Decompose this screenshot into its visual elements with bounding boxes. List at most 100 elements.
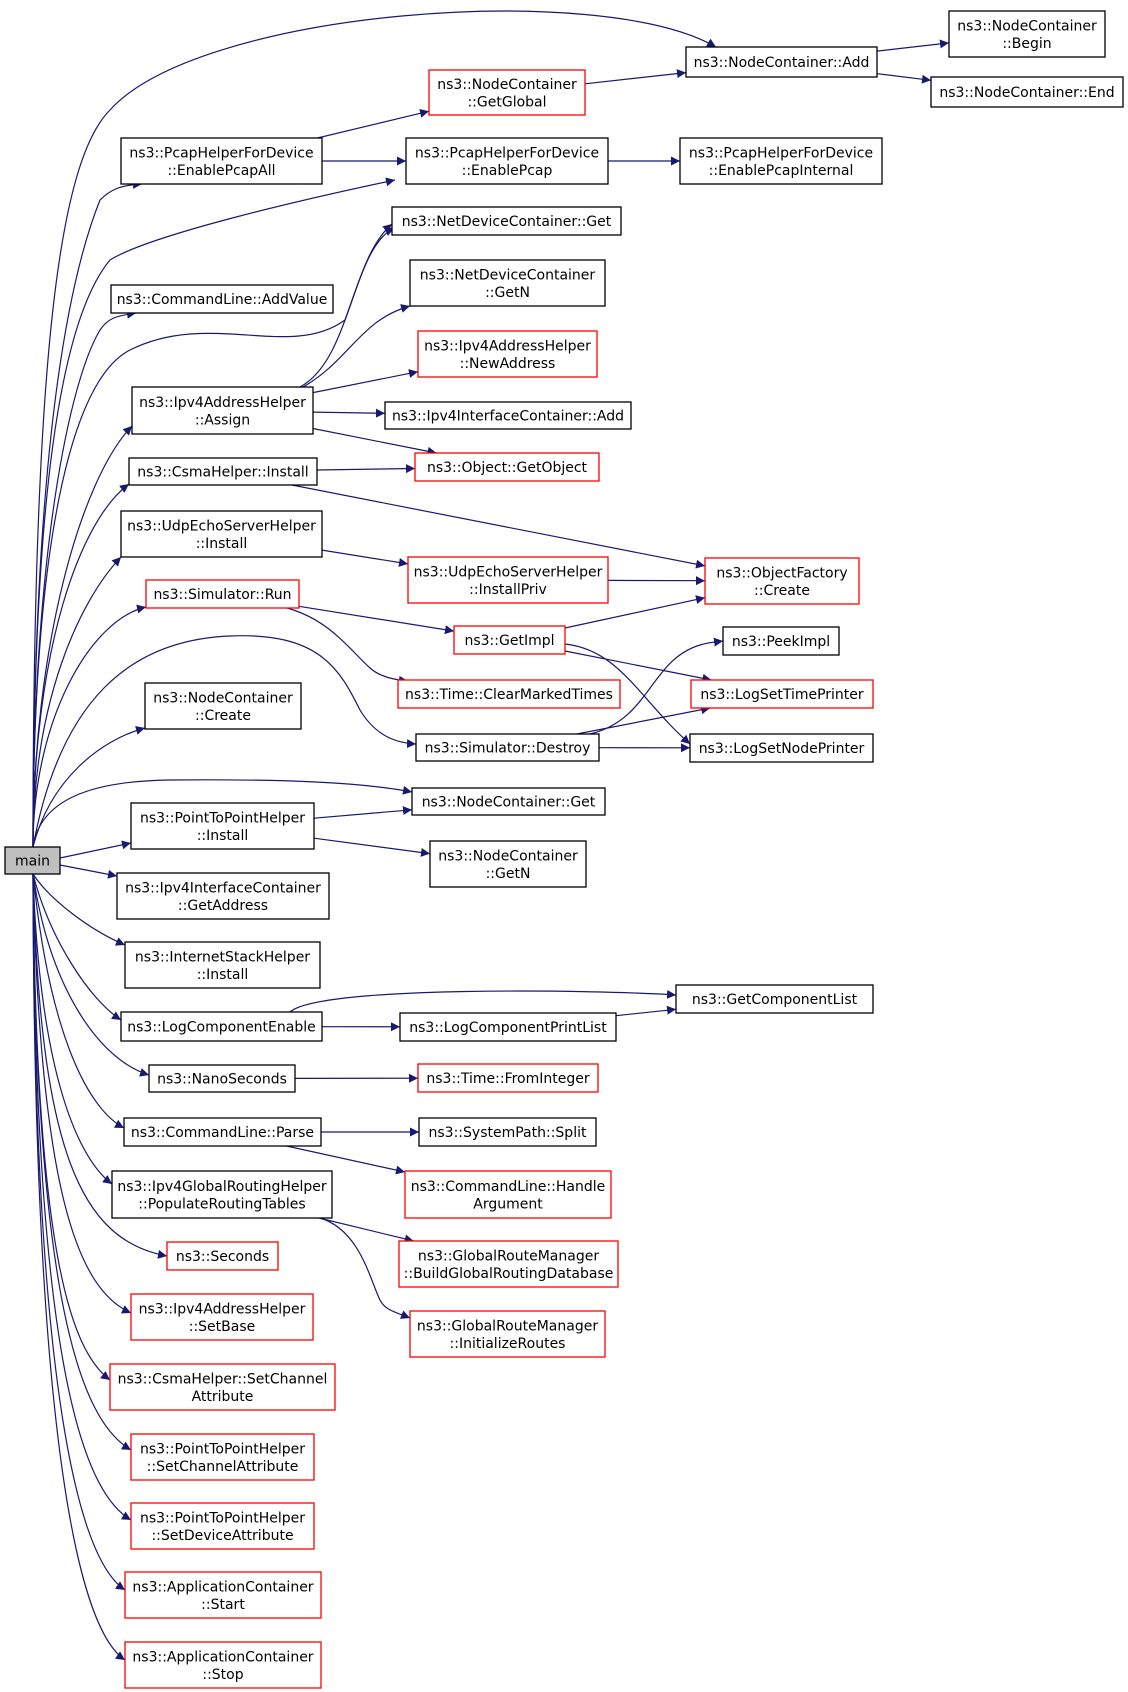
node-buildgrdb[interactable]: ns3::GlobalRouteManager::BuildGlobalRout…	[398, 1240, 619, 1288]
node-pcap[interactable]: ns3::PcapHelperForDevice::EnablePcap	[405, 137, 609, 185]
node-label: ns3::NodeContainer	[957, 18, 1097, 34]
node-clparse[interactable]: ns3::CommandLine::Parse	[123, 1117, 322, 1147]
edge-assign-to-ndcget	[299, 223, 393, 388]
edge-main-to-clparse	[32, 873, 125, 1129]
node-label: ::EnablePcap	[462, 163, 553, 179]
node-ncend[interactable]: ns3::NodeContainer::End	[930, 76, 1124, 108]
node-ncgetn[interactable]: ns3::NodeContainer::GetN	[429, 840, 587, 888]
node-label: ::GetN	[486, 866, 531, 882]
node-udpinstall[interactable]: ns3::UdpEchoServerHelper::Install	[120, 510, 323, 558]
node-box	[679, 137, 883, 185]
node-ncbegin[interactable]: ns3::NodeContainer::Begin	[948, 10, 1106, 58]
node-box	[704, 557, 860, 605]
node-udppriv[interactable]: ns3::UdpEchoServerHelper::InstallPriv	[407, 556, 609, 604]
node-label: Attribute	[192, 1389, 254, 1405]
node-label: ns3::UdpEchoServerHelper	[127, 518, 316, 534]
node-label: ns3::CsmaHelper::SetChannel	[118, 1371, 328, 1387]
node-pcapint[interactable]: ns3::PcapHelperForDevice::EnablePcapInte…	[679, 137, 883, 185]
node-assign[interactable]: ns3::Ipv4AddressHelper::Assign	[131, 386, 314, 435]
node-getobject[interactable]: ns3::Object::GetObject	[414, 452, 600, 482]
node-box	[409, 259, 606, 307]
node-ndcget[interactable]: ns3::NetDeviceContainer::Get	[391, 206, 622, 236]
node-box	[405, 137, 609, 185]
node-clearmarked[interactable]: ns3::Time::ClearMarkedTimes	[397, 679, 621, 709]
node-getimpl[interactable]: ns3::GetImpl	[453, 625, 566, 655]
node-p2psetchan[interactable]: ns3::PointToPointHelper::SetChannelAttri…	[130, 1433, 315, 1481]
node-label: ns3::LogSetNodePrinter	[699, 741, 865, 757]
node-label: ns3::Time::ClearMarkedTimes	[405, 687, 613, 703]
node-main[interactable]: main	[4, 846, 61, 875]
edge-assign-to-getobject	[312, 427, 437, 456]
node-label: ns3::PointToPointHelper	[140, 1510, 305, 1526]
edge-pcapall-to-ncgetglobal	[317, 108, 430, 139]
edge-ncadd-to-ncbegin	[876, 39, 950, 52]
node-csmasetchan[interactable]: ns3::CsmaHelper::SetChannelAttribute	[109, 1363, 336, 1411]
node-box	[418, 1117, 597, 1147]
node-logcompenable[interactable]: ns3::LogComponentEnable	[120, 1011, 323, 1042]
node-label: ::EnablePcapAll	[167, 163, 275, 179]
node-seconds[interactable]: ns3::Seconds	[166, 1241, 279, 1271]
node-initroutes[interactable]: ns3::GlobalRouteManager::InitializeRoute…	[409, 1310, 606, 1358]
node-inetinstall[interactable]: ns3::InternetStackHelper::Install	[124, 941, 321, 989]
node-logcompprint[interactable]: ns3::LogComponentPrintList	[399, 1012, 617, 1042]
node-label: ns3::CommandLine::AddValue	[117, 292, 328, 308]
node-ofcreate[interactable]: ns3::ObjectFactory::Create	[704, 557, 860, 605]
node-label: ns3::NodeContainer::Add	[694, 55, 870, 71]
node-box	[124, 1571, 322, 1619]
node-simrun[interactable]: ns3::Simulator::Run	[145, 579, 300, 609]
node-label: ns3::NodeContainer::End	[939, 85, 1114, 101]
node-label: ns3::LogSetTimePrinter	[700, 687, 864, 703]
edge-layer	[32, 10, 950, 1661]
node-pcapall[interactable]: ns3::PcapHelperForDevice::EnablePcapAll	[120, 137, 323, 185]
node-ncget[interactable]: ns3::NodeContainer::Get	[411, 787, 606, 816]
node-csmainstall[interactable]: ns3::CsmaHelper::Install	[128, 457, 318, 486]
node-label: ns3::GlobalRouteManager	[417, 1318, 598, 1334]
node-appstop[interactable]: ns3::ApplicationContainer::Stop	[124, 1641, 322, 1689]
node-box	[128, 457, 318, 486]
node-label: ns3::ObjectFactory	[716, 565, 847, 581]
node-frominteger[interactable]: ns3::Time::FromInteger	[417, 1063, 599, 1093]
node-label: ::Stop	[202, 1667, 243, 1683]
node-label: main	[15, 854, 50, 870]
node-p2pinstall[interactable]: ns3::PointToPointHelper::Install	[130, 802, 315, 850]
node-label: ns3::NanoSeconds	[157, 1072, 287, 1088]
node-cladd[interactable]: ns3::CommandLine::AddValue	[110, 284, 334, 314]
node-newaddr[interactable]: ns3::Ipv4AddressHelper::NewAddress	[417, 330, 598, 378]
node-label: ns3::LogComponentEnable	[127, 1020, 315, 1036]
node-box	[453, 625, 566, 655]
node-p2psetdev[interactable]: ns3::PointToPointHelper::SetDeviceAttrib…	[130, 1502, 315, 1550]
node-label: ns3::NodeContainer::Get	[422, 795, 596, 811]
node-simdestroy[interactable]: ns3::Simulator::Destroy	[415, 733, 600, 762]
node-label: ns3::Ipv4InterfaceContainer	[125, 880, 321, 896]
edge-main-to-cladd	[32, 309, 137, 848]
node-getaddress[interactable]: ns3::Ipv4InterfaceContainer::GetAddress	[116, 872, 330, 920]
node-setbase[interactable]: ns3::Ipv4AddressHelper::SetBase	[130, 1293, 314, 1341]
node-ncgetglobal[interactable]: ns3::NodeContainer::GetGlobal	[428, 69, 586, 116]
node-getcomplist[interactable]: ns3::GetComponentList	[675, 984, 874, 1014]
node-ipv4icadd[interactable]: ns3::Ipv4InterfaceContainer::Add	[384, 401, 632, 430]
edge-main-to-seconds	[32, 873, 168, 1259]
edge-ncgetglobal-to-ncadd	[584, 69, 687, 85]
node-logtime[interactable]: ns3::LogSetTimePrinter	[690, 679, 874, 709]
node-box	[110, 284, 334, 314]
node-nccreate[interactable]: ns3::NodeContainer::Create	[144, 682, 302, 730]
node-ncadd[interactable]: ns3::NodeContainer::Add	[685, 46, 878, 78]
edge-populate-to-buildgrdb	[318, 1217, 414, 1244]
node-appstart[interactable]: ns3::ApplicationContainer::Start	[124, 1571, 322, 1619]
node-box	[391, 206, 622, 236]
node-label: ::SetChannelAttribute	[147, 1459, 299, 1475]
node-box	[417, 330, 598, 378]
node-nanoseconds[interactable]: ns3::NanoSeconds	[148, 1064, 296, 1093]
node-populate[interactable]: ns3::Ipv4GlobalRoutingHelper::PopulateRo…	[111, 1170, 333, 1219]
node-label: ns3::NodeContainer	[438, 848, 578, 864]
node-split[interactable]: ns3::SystemPath::Split	[418, 1117, 597, 1147]
node-ndcgetn[interactable]: ns3::NetDeviceContainer::GetN	[409, 259, 606, 307]
edge-logcompenable-to-getcomplist	[289, 989, 677, 1013]
node-lognode[interactable]: ns3::LogSetNodePrinter	[689, 733, 874, 763]
node-box	[116, 872, 330, 920]
node-peekimpl[interactable]: ns3::PeekImpl	[722, 626, 840, 656]
node-box	[130, 1433, 315, 1481]
edge-main-to-simdestroy	[32, 635, 417, 848]
edge-p2pinstall-to-ncgetn	[313, 837, 431, 857]
